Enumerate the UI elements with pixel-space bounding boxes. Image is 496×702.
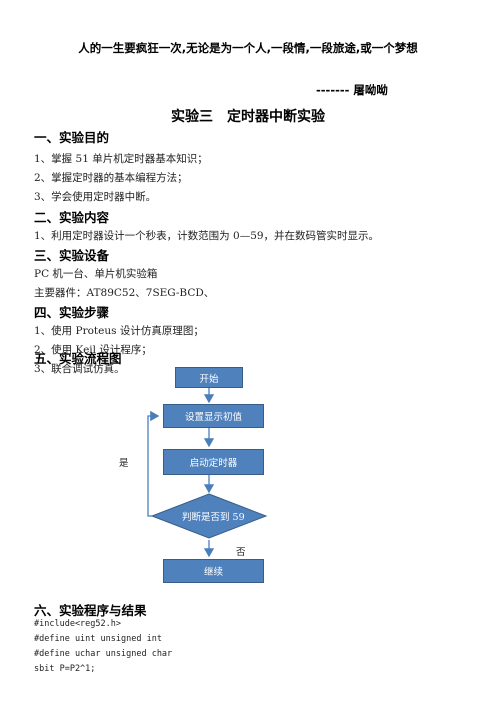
code-line-2: #define uint unsigned int bbox=[34, 634, 162, 644]
step-item-1: 1、使用 Proteus 设计仿真原理图； bbox=[34, 325, 204, 337]
author: ------- 屠呦呦 bbox=[316, 83, 388, 97]
flow-no-label: 否 bbox=[236, 547, 246, 558]
flow-init-box: 设置显示初值 bbox=[163, 404, 264, 428]
page-title: 实验三 定时器中断实验 bbox=[171, 109, 325, 125]
heading-flowchart: 五、实验流程图 bbox=[34, 351, 122, 366]
decision-diamond bbox=[150, 493, 268, 539]
heading-objectives: 一、实验目的 bbox=[34, 130, 110, 145]
heading-equipment: 三、实验设备 bbox=[34, 248, 110, 263]
objective-item-1: 1、掌握 51 单片机定时器基本知识； bbox=[34, 153, 208, 165]
step-item-2: 2、使用 Keil 设计程序； bbox=[34, 344, 152, 356]
code-line-4: sbit P=P2^1; bbox=[34, 664, 96, 674]
flow-yes-label: 是 bbox=[119, 458, 129, 469]
objective-item-2: 2、掌握定时器的基本编程方法； bbox=[34, 172, 188, 184]
heading-content: 二、实验内容 bbox=[34, 210, 110, 225]
equipment-item-2: 主要器件：AT89C52、7SEG-BCD、 bbox=[34, 287, 215, 299]
code-line-1: #include<reg52.h> bbox=[34, 619, 121, 629]
flow-start-box: 开始 bbox=[175, 367, 243, 388]
flow-decision-label: 判断是否到 59 bbox=[182, 512, 245, 523]
heading-program: 六、实验程序与结果 bbox=[34, 603, 147, 618]
flow-end-box: 继续 bbox=[163, 559, 264, 583]
code-line-3: #define uchar unsigned char bbox=[34, 649, 173, 659]
heading-steps: 四、实验步骤 bbox=[34, 305, 110, 320]
objective-item-3: 3、学会使用定时器中断。 bbox=[34, 191, 157, 203]
flow-timer-box: 启动定时器 bbox=[163, 449, 264, 475]
equipment-item-1: PC 机一台、单片机实验箱 bbox=[34, 268, 158, 280]
motto: 人的一生要疯狂一次,无论是为一个人,一段情,一段旅途,或一个梦想 bbox=[78, 41, 418, 55]
step-item-3: 3、联合调试仿真。 bbox=[34, 363, 125, 375]
content-item-1: 1、利用定时器设计一个秒表，计数范围为 0—59，并在数码管实时显示。 bbox=[34, 230, 380, 242]
arrow-loop-back bbox=[147, 410, 160, 517]
